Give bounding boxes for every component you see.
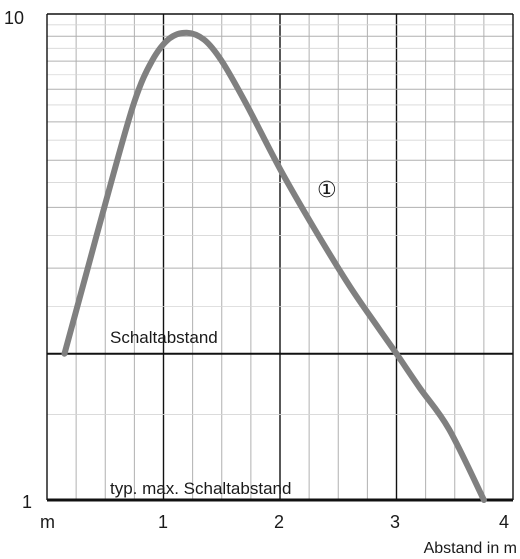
reference-lines xyxy=(47,352,513,502)
reference-line-label: typ. max. Schaltabstand xyxy=(110,479,291,498)
plot-frame xyxy=(46,13,514,500)
x-tick-label: 1 xyxy=(158,512,168,532)
x-unit-label: m xyxy=(40,512,55,532)
y-tick-label: 1 xyxy=(22,492,32,512)
labels: 10 1 m 1 2 3 4 Abstand in m Schaltabstan… xyxy=(4,8,517,557)
x-tick-label: 2 xyxy=(274,512,284,532)
x-tick-label: 4 xyxy=(499,512,509,532)
grid xyxy=(47,14,513,500)
series-marker-label: ① xyxy=(317,177,337,202)
x-axis-label: Abstand in m xyxy=(424,540,517,557)
reference-line-label: Schaltabstand xyxy=(110,328,218,347)
x-tick-label: 3 xyxy=(390,512,400,532)
series-line xyxy=(61,29,487,503)
series-layer xyxy=(61,29,487,503)
y-tick-label: 10 xyxy=(4,8,24,28)
